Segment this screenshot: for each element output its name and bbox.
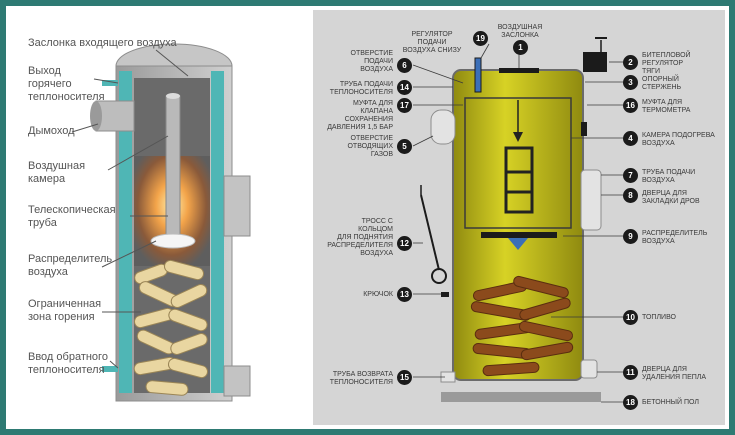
label-hot-outlet: Выход горячего теплоносителя — [28, 65, 105, 103]
ash-door — [580, 359, 598, 379]
badge-9: 9 — [623, 229, 638, 244]
label-7: ТРУБА ПОДАЧИ ВОЗДУХА — [642, 169, 696, 184]
thermometer-sleeve — [581, 122, 587, 136]
hook — [441, 292, 449, 297]
badge-18: 18 — [623, 395, 638, 410]
heating-chamber — [464, 97, 572, 229]
label-air-distributor: Распределитель воздуха — [28, 253, 113, 278]
badge-8: 8 — [623, 188, 638, 203]
label-12: ТРОСС С КОЛЬЦОМ ДЛЯ ПОДНЯТИЯ РАСПРЕДЕЛИТ… — [327, 218, 393, 257]
label-18: БЕТОННЫЙ ПОЛ — [642, 399, 699, 406]
label-16: МУФТА ДЛЯ ТЕРМОМЕТРА — [642, 99, 691, 114]
label-5: ОТВЕРСТИЕ ОТВОДЯЩИХ ГАЗОВ — [347, 135, 393, 158]
label-19: РЕГУЛЯТОР ПОДАЧИ ВОЗДУХА СНИЗУ — [402, 31, 462, 54]
hot-outlet-pipe — [102, 80, 118, 86]
badge-13: 13 — [397, 287, 412, 302]
label-4: КАМЕРА ПОДОГРЕВА ВОЗДУХА — [642, 132, 715, 147]
telescopic-pipe-shape — [165, 95, 181, 237]
badge-10: 10 — [623, 310, 638, 325]
left-leader-lines — [71, 49, 189, 369]
side-door — [223, 175, 251, 237]
return-inlet-pipe — [102, 366, 118, 372]
label-6: ОТВЕРСТИЕ ПОДАЧИ ВОЗДУХА — [350, 50, 393, 73]
badge-6: 6 — [397, 58, 412, 73]
concrete-floor — [441, 392, 601, 402]
insulation-right — [211, 71, 224, 393]
badge-19: 19 — [473, 31, 488, 46]
badge-7: 7 — [623, 168, 638, 183]
badge-5: 5 — [397, 139, 412, 154]
schematic-diagram: 1 ВОЗДУШНАЯ ЗАСЛОНКА 2 БИТЕПЛОВОЙ РЕГУЛЯ… — [313, 10, 725, 425]
schematic-svg — [412, 37, 623, 403]
firewood-logs — [133, 259, 209, 396]
badge-17: 17 — [397, 98, 412, 113]
distributor-disc — [150, 233, 196, 249]
label-11: ДВЕРЦА ДЛЯ УДАЛЕНИЯ ПЕПЛА — [642, 366, 707, 381]
label-17: МУФТА ДЛЯ КЛАПАНА СОХРАНЕНИЯ ДАВЛЕНИЯ 1,… — [327, 100, 393, 131]
label-2: БИТЕПЛОВОЙ РЕГУЛЯТОР ТЯГИ — [642, 52, 691, 75]
label-9: РАСПРЕДЕЛИТЕЛЬ ВОЗДУХА — [642, 230, 708, 245]
label-air-damper: Заслонка входящего воздуха — [28, 37, 177, 49]
air-supply-pipe — [504, 146, 534, 214]
label-8: ДВЕРЦА ДЛЯ ЗАКЛАДКИ ДРОВ — [642, 190, 700, 205]
badge-12: 12 — [397, 236, 412, 251]
cutaway-svg — [71, 43, 251, 402]
bottom-air-regulator — [474, 57, 482, 93]
badge-2: 2 — [623, 55, 638, 70]
draft-regulator — [583, 52, 607, 72]
fuel-logs — [470, 275, 574, 377]
label-3: ОПОРНЫЙ СТЕРЖЕНЬ — [642, 76, 682, 91]
badge-14: 14 — [397, 80, 412, 95]
schematic-leader-lines — [412, 43, 623, 403]
badge-4: 4 — [623, 131, 638, 146]
label-14: ТРУБА ПОДАЧИ ТЕПЛОНОСИТЕЛЯ — [329, 81, 393, 96]
label-1: ВОЗДУШНАЯ ЗАСЛОНКА — [497, 24, 543, 39]
label-burn-zone: Ограниченная зона горения — [28, 298, 102, 323]
air-distributor-plate — [481, 232, 557, 238]
firewood-door — [580, 169, 602, 231]
badge-16: 16 — [623, 98, 638, 113]
label-return-inlet: Ввод обратного теплоносителя — [28, 351, 108, 376]
flue-pipe — [430, 109, 456, 145]
label-air-chamber: Воздушная камера — [28, 160, 86, 185]
label-15: ТРУБА ВОЗВРАТА ТЕПЛОНОСИТЕЛЯ — [329, 371, 393, 386]
label-13: КРЮЧОК — [363, 291, 393, 298]
label-10: ТОПЛИВО — [642, 314, 676, 321]
bottom-door — [223, 365, 251, 397]
image-canvas: Заслонка входящего воздуха Выход горячег… — [6, 6, 729, 429]
top-air-damper — [499, 68, 539, 73]
cutaway-diagram: Заслонка входящего воздуха Выход горячег… — [6, 6, 309, 429]
badge-11: 11 — [623, 365, 638, 380]
lifting-ring — [431, 268, 447, 284]
badge-3: 3 — [623, 75, 638, 90]
badge-1: 1 — [513, 40, 528, 55]
label-chimney: Дымоход — [28, 125, 75, 137]
label-telescopic-pipe: Телескопическая труба — [28, 204, 116, 229]
badge-15: 15 — [397, 370, 412, 385]
lifting-cable — [420, 194, 440, 271]
